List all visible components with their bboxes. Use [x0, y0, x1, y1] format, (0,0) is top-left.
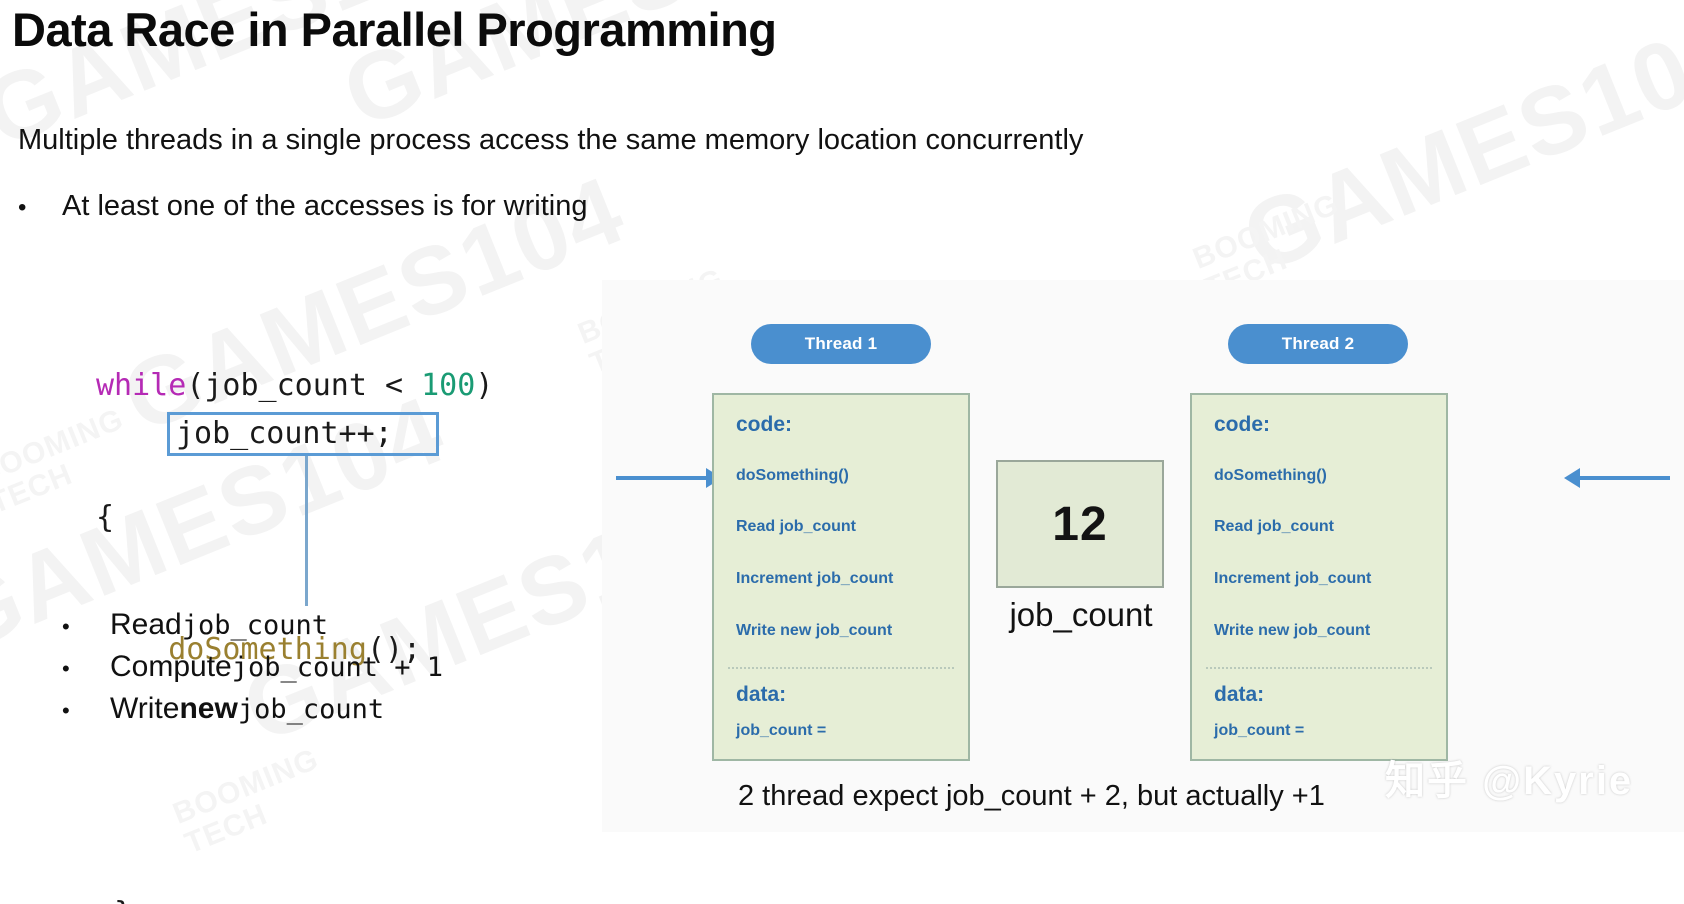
step-verb: Read [110, 608, 182, 641]
thread-1-code-item-3: Write new job_count [736, 622, 893, 639]
top-bullet-label: At least one of the accesses is for writ… [62, 190, 588, 222]
thread-1-data-heading: data: [736, 683, 787, 706]
thread-2-code-item-3: Write new job_count [1214, 622, 1371, 639]
list-item: • Compute job_count + 1 [62, 650, 443, 692]
arrow-left-icon [1564, 468, 1670, 488]
step-code: job_count + 1 [231, 652, 444, 683]
code-line-dosomething: doSomething(); [96, 628, 493, 672]
step-code: job_count [181, 610, 329, 641]
booming-watermark-line1: BOOMING [1188, 187, 1344, 276]
shared-counter-label: job_count [1009, 596, 1153, 633]
thread-2-code-heading: code: [1214, 413, 1271, 436]
step-verb: Compute [110, 650, 232, 683]
shared-counter-value: 12 [1052, 497, 1108, 551]
thread-2-box: code: doSomething() Read job_count Incre… [1190, 393, 1448, 761]
code-line-close-brace: } [96, 892, 493, 904]
thread-2-code-item-2: Increment job_count [1214, 570, 1372, 587]
step-emphasis: new [179, 692, 238, 725]
list-item: • Write new job_count [62, 692, 443, 734]
step-verb: Write [110, 692, 180, 725]
thread-1-pill: Thread 1 [751, 324, 931, 364]
code-line-while: while(job_count < 100) [96, 364, 493, 408]
booming-watermark-line2: TECH [0, 457, 78, 520]
thread-2-code-item-1: Read job_count [1214, 518, 1335, 535]
code-number-100: 100 [421, 368, 476, 403]
thread-1-box: code: doSomething() Read job_count Incre… [712, 393, 970, 761]
thread-1-data-item: job_count = [736, 722, 827, 739]
code-line-increment: job_count++; [176, 416, 393, 451]
thread-2-data-heading: data: [1214, 683, 1265, 706]
highlight-box [167, 412, 439, 456]
thread-1-code-item-0: doSomething() [736, 467, 849, 484]
code-condition-b: ) [475, 368, 494, 403]
code-line-open-brace: { [96, 500, 115, 535]
arrow-head-icon [1564, 468, 1580, 488]
steps-list: • Read job_count • Compute job_count + 1… [62, 608, 443, 734]
thread-2-pill: Thread 2 [1228, 324, 1408, 364]
bullet-marker-icon: • [18, 194, 27, 221]
thread-1-code-item-1: Read job_count [736, 518, 857, 535]
code-close-brace: } [114, 896, 132, 904]
thread-1-code-heading: code: [736, 413, 793, 436]
code-keyword-while: while [96, 368, 187, 403]
thread-2-data-item: job_count = [1214, 722, 1305, 739]
bullet-marker-icon: • [62, 614, 70, 639]
list-item: • Read job_count [62, 608, 443, 650]
lead-paragraph: Multiple threads in a single process acc… [18, 124, 1084, 156]
thread-1-divider [728, 667, 954, 669]
step-code: job_count [237, 694, 385, 725]
page-title: Data Race in Parallel Programming [12, 3, 777, 56]
diagram-panel: Thread 1 code: doSomething() Read job_co… [602, 280, 1684, 832]
code-condition-a: (job_count < [186, 368, 422, 403]
thread-2-divider [1206, 667, 1432, 669]
diagram-caption: 2 thread expect job_count + 2, but actua… [738, 780, 1325, 812]
code-function-dosomething: doSomething [168, 632, 367, 667]
bullet-marker-icon: • [62, 698, 70, 723]
thread-2-code-item-0: doSomething() [1214, 467, 1327, 484]
shared-counter-box: 12 [996, 460, 1164, 588]
connector-line [305, 456, 308, 606]
code-call-parens: (); [366, 632, 422, 667]
code-block: while(job_count < 100) { doSomething(); … [96, 276, 493, 904]
games-watermark: GAMES104 [1229, 0, 1684, 294]
thread-1-code-item-2: Increment job_count [736, 570, 894, 587]
code-line-increment-spacer [96, 760, 493, 804]
arrow-right-icon [616, 468, 722, 488]
bullet-marker-icon: • [62, 656, 70, 681]
top-bullet-item: • At least one of the accesses is for wr… [18, 190, 587, 223]
